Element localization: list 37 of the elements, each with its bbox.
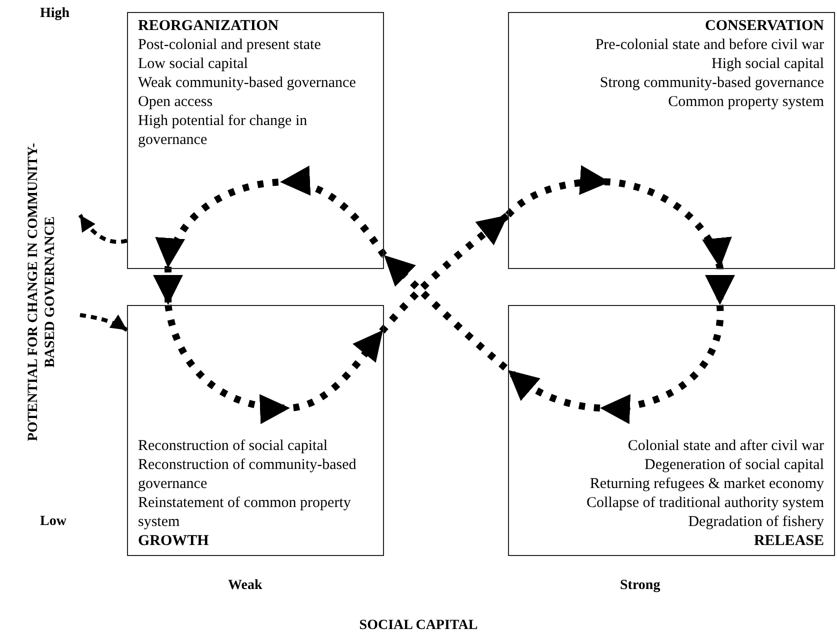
quadrant-box bbox=[127, 305, 384, 556]
phase-heading: CONSERVATION bbox=[704, 17, 824, 36]
description-line: Reinstatement of common property system bbox=[138, 494, 352, 532]
description-line: Strong community-based governance bbox=[598, 74, 824, 93]
description-line: Degeneration of social capital bbox=[643, 456, 824, 475]
phase-heading: RELEASE bbox=[752, 532, 824, 551]
dotted-arrow bbox=[78, 214, 128, 244]
axis-tick-label: Low bbox=[40, 514, 66, 530]
description-line: Common property system bbox=[667, 93, 824, 112]
axis-tick-label: High bbox=[40, 6, 70, 22]
phase-heading: REORGANIZATION bbox=[138, 17, 280, 36]
description-line: Pre-colonial state and before civil war bbox=[594, 36, 824, 55]
description-line: Weak community-based governance bbox=[138, 74, 357, 93]
description-line: Colonial state and after civil war bbox=[626, 437, 824, 456]
description-line: Degradation of fishery bbox=[687, 513, 824, 532]
axis-tick-label: Strong bbox=[620, 578, 660, 594]
description-line: Open access bbox=[138, 93, 214, 112]
dotted-arrow bbox=[80, 313, 128, 332]
cycle-arrow bbox=[382, 252, 724, 424]
description-line: Post-colonial and present state bbox=[138, 36, 322, 55]
quadrant-box bbox=[508, 12, 835, 269]
quadrant-box bbox=[127, 12, 384, 269]
axis-title: POTENTIAL FOR CHANGE IN COMMUNITY-BASED GOVERNANCE bbox=[25, 142, 59, 442]
quadrant-box bbox=[508, 305, 835, 556]
description-line: Returning refugees & market economy bbox=[588, 475, 824, 494]
description-line: High potential for change in governance bbox=[138, 112, 308, 150]
axis-title: SOCIAL CAPITAL bbox=[358, 618, 479, 634]
phase-heading: GROWTH bbox=[138, 532, 210, 551]
description-line: Collapse of traditional authority system bbox=[586, 494, 824, 513]
cycle-arrow bbox=[164, 212, 510, 424]
description-line: Reconstruction of social capital bbox=[138, 437, 329, 456]
cycle-arrow bbox=[153, 166, 387, 306]
description-line: Reconstruction of community-based governance bbox=[138, 456, 358, 494]
axis-tick-label: Weak bbox=[228, 578, 262, 594]
cycle-arrow bbox=[505, 165, 735, 306]
description-line: High social capital bbox=[710, 55, 824, 74]
description-line: Low social capital bbox=[138, 55, 249, 74]
